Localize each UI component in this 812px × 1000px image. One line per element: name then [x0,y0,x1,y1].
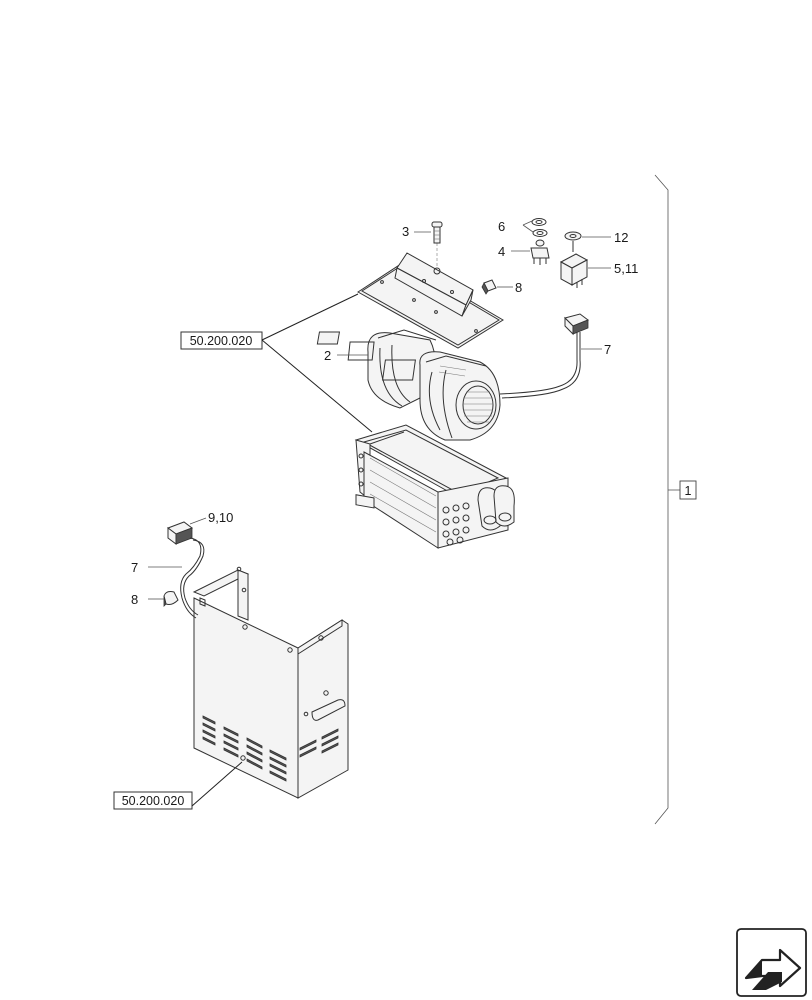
reference-bottom: 50.200.020 [113,761,243,810]
cover-plate [357,243,504,349]
callout-12: 12 [614,230,628,245]
assembly-bracket: 1 [654,174,697,825]
reference-top-label: 50.200.020 [190,334,253,348]
switch-module [559,241,589,288]
callout-3: 3 [402,224,409,239]
callout-8-bottom: 8 [131,592,138,607]
cover-panel [192,566,349,799]
callout-6: 6 [498,219,505,234]
washers [531,218,548,237]
bolt [431,221,443,244]
callout-8-top: 8 [515,280,522,295]
reference-top: 50.200.020 [180,293,373,433]
callout-9-10: 9,10 [208,510,233,525]
knob [564,231,582,241]
blower-assembly [316,329,501,441]
callout-5-11: 5,11 [614,261,638,276]
heater-core [354,424,515,549]
assembly-number: 1 [685,484,692,498]
wire-harness-bottom [166,521,205,619]
clip-top [481,279,497,295]
wire-harness-top [499,313,590,399]
reference-bottom-label: 50.200.020 [122,794,185,808]
callout-7-top: 7 [604,342,611,357]
rotary-switch [530,239,550,265]
next-page-arrow-icon[interactable] [736,928,807,997]
callout-2: 2 [324,348,331,363]
callout-4: 4 [498,244,505,259]
callout-7-bottom: 7 [131,560,138,575]
clip-bottom [163,591,179,607]
